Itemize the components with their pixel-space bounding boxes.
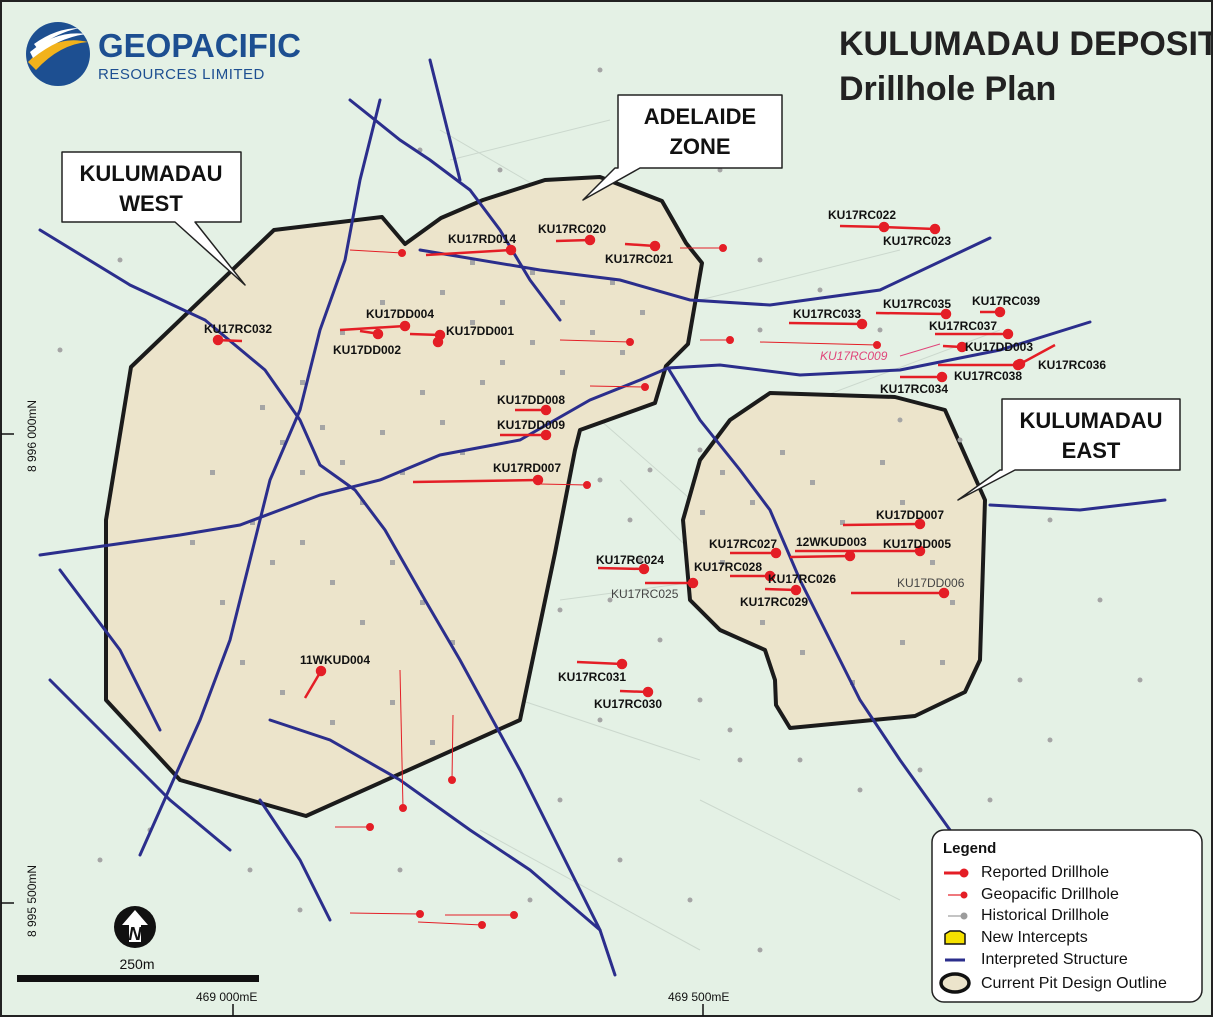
legend: Legend Reported Drillhole Geopacific Dri…: [931, 829, 1203, 1003]
drillhole-label: KU17RC038: [954, 369, 1022, 383]
brand-name: GEOPACIFIC: [98, 27, 301, 64]
drillhole-labels: KU17RC022 KU17RC023 KU17RC020 KU17RD014 …: [204, 208, 1106, 711]
pit-kulumadau-east: [681, 391, 987, 730]
drillhole-label: KU17DD008: [497, 393, 565, 407]
brand-subtitle: RESOURCES LIMITED: [98, 66, 265, 83]
drillhole-label: KU17DD001: [446, 324, 514, 338]
drillhole-label: KU17RD007: [493, 461, 561, 475]
logo-globe: [26, 22, 90, 86]
legend-item-interpreted-structure: Interpreted Structure: [945, 951, 1128, 968]
drillhole-label: KU17DD004: [366, 307, 434, 321]
legend-label: Current Pit Design Outline: [981, 975, 1167, 992]
drillhole-label: KU17RC024: [596, 553, 664, 567]
drillhole-label: KU17RC025: [611, 587, 679, 601]
drillhole-label: KU17RC027: [709, 537, 777, 551]
drillhole-label: 12WKUD003: [796, 535, 867, 549]
legend-item-pit-outline: Current Pit Design Outline: [939, 972, 1167, 994]
drillhole-label: KU17RC036: [1038, 358, 1106, 372]
drillhole-label: KU17RD014: [448, 232, 516, 246]
northing-label-2: 8 995 500mN: [25, 865, 39, 937]
drillhole-label: KU17RC022: [828, 208, 896, 222]
drillhole-label: KU17RC039: [972, 294, 1040, 308]
legend-label: Reported Drillhole: [981, 864, 1109, 881]
legend-item-geopacific-drillhole: Geopacific Drillhole: [948, 886, 1119, 903]
easting-label-1: 469 000mE: [196, 990, 257, 1004]
zone-callouts: KULUMADAU WEST ADELAIDE ZONE KULUMADAU E…: [61, 94, 1181, 501]
legend-item-new-intercepts: New Intercepts: [944, 929, 1088, 946]
drillhole-label: KU17RC034: [880, 382, 948, 396]
callout-kulumadau-west: [61, 151, 246, 286]
drillhole-label: KU17RC035: [883, 297, 951, 311]
scale-bar-label: 250m: [119, 956, 154, 972]
drillhole-label: KU17DD009: [497, 418, 565, 432]
legend-item-historical-drillhole: Historical Drillhole: [948, 907, 1109, 924]
drillhole-label: KU17RC026: [768, 572, 836, 586]
map-title: KULUMADAU DEPOSIT Drillhole Plan: [839, 25, 1213, 108]
drillhole-label: 11WKUD004: [300, 653, 370, 667]
legend-title: Legend: [943, 840, 996, 857]
drillhole-label: KU17RC033: [793, 307, 861, 321]
zone-label-east-line1: KULUMADAU: [1020, 408, 1163, 433]
drillhole-label: KU17RC020: [538, 222, 606, 236]
drillhole-label: KU17RC032: [204, 322, 272, 336]
zone-label-adelaide-line2: ZONE: [669, 134, 730, 159]
grid-ticks: [1, 433, 704, 1016]
drillhole-label: KU17DD003: [965, 340, 1033, 354]
legend-label: Historical Drillhole: [981, 907, 1109, 924]
drillhole-label: KU17DD007: [876, 508, 944, 522]
legend-label: New Intercepts: [981, 929, 1088, 946]
zone-label-adelaide-line1: ADELAIDE: [644, 104, 756, 129]
callout-adelaide-zone: [582, 94, 783, 201]
logo-swoosh-white-2: [34, 28, 80, 48]
drillhole-label: KU17DD006: [897, 576, 965, 590]
drillhole-label: KU17RC021: [605, 252, 673, 266]
reported-drillholes: [212, 221, 1056, 699]
drillhole-label: KU17RC029: [740, 595, 808, 609]
geopacific-drillholes: [335, 244, 881, 929]
drillhole-label: KU17RC023: [883, 234, 951, 248]
callout-kulumadau-east: [957, 398, 1181, 501]
logo-swoosh-white-1: [30, 33, 86, 58]
drillhole-label: KU17RC009: [820, 349, 888, 363]
company-logo: GEOPACIFIC RESOURCES LIMITED: [26, 22, 301, 86]
scale-bar-line: [17, 975, 259, 982]
drillhole-label: KU17RC030: [594, 697, 662, 711]
drillhole-label: KU17RC028: [694, 560, 762, 574]
legend-box: [931, 829, 1203, 1003]
legend-item-reported-drillhole: Reported Drillhole: [944, 864, 1109, 881]
north-arrow: N: [114, 906, 156, 948]
drillhole-label: KU17RC031: [558, 670, 626, 684]
easting-label-2: 469 500mE: [668, 990, 729, 1004]
drillhole-label: KU17RC037: [929, 319, 997, 333]
interpreted-structures: [38, 58, 1167, 977]
legend-label: Interpreted Structure: [981, 951, 1128, 968]
drillhole-label: KU17DD005: [883, 537, 951, 551]
title-line2: Drillhole Plan: [839, 70, 1056, 108]
title-line1: KULUMADAU DEPOSIT: [839, 25, 1213, 63]
north-arrow-label: N: [129, 924, 143, 944]
logo-swoosh-gold: [28, 40, 88, 70]
drillhole-label: KU17DD002: [333, 343, 401, 357]
pink-leader-line: [899, 343, 941, 357]
zone-label-west-line2: WEST: [119, 191, 183, 216]
pit-outlines: [104, 175, 987, 818]
legend-label: Geopacific Drillhole: [981, 886, 1119, 903]
zone-label-west-line1: KULUMADAU: [80, 161, 223, 186]
scale-bar: 250m: [17, 956, 259, 982]
zone-label-east-line2: EAST: [1062, 438, 1121, 463]
northing-label-1: 8 996 000mN: [25, 400, 39, 472]
